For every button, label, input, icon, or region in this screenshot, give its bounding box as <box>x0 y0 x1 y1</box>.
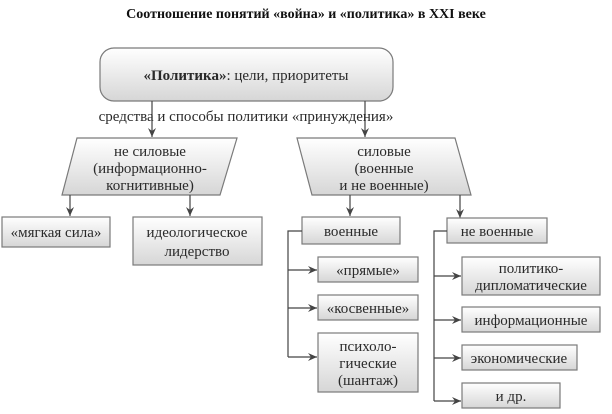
political-line: политико- <box>499 261 563 277</box>
diagram-title: Соотношение понятий «война» и «политика»… <box>126 7 486 22</box>
indirect-box <box>317 294 419 321</box>
direct-box <box>317 256 419 283</box>
ideology-line: лидерство <box>165 244 230 260</box>
ideology-box <box>132 216 263 266</box>
indirect-label: «косвенные» <box>327 301 410 317</box>
military-label: военные <box>324 224 378 240</box>
ideology-line: идеологическое <box>147 225 248 241</box>
economic-label: экономические <box>471 351 568 367</box>
force-box <box>296 137 472 196</box>
root-box <box>99 47 394 102</box>
edge-label: средства и способы политики «принуждения… <box>99 109 394 125</box>
soft-power-label: «мягкая сила» <box>11 225 102 241</box>
other-box <box>461 382 561 409</box>
political-line: дипломатические <box>475 278 587 294</box>
information-box <box>461 306 601 333</box>
nonforce-line: когнитивные) <box>106 178 194 194</box>
nonmilitary-label: не военные <box>461 224 534 240</box>
force-line: силовые <box>357 144 411 160</box>
psych-line: гические <box>339 356 397 372</box>
psych-box <box>317 332 419 393</box>
economic-box <box>461 344 578 371</box>
psych-line: (шантаж) <box>338 373 398 389</box>
soft-power-box <box>1 216 111 248</box>
force-line: и не военные) <box>339 178 428 194</box>
psych-line: психоло- <box>340 339 397 355</box>
nonforce-line: не силовые <box>114 144 186 160</box>
nonforce-box <box>61 137 238 196</box>
political-box <box>461 256 601 296</box>
other-label: и др. <box>496 389 527 405</box>
force-line: (военные <box>354 161 413 177</box>
nonmilitary-bracket <box>433 230 447 401</box>
direct-label: «прямые» <box>336 263 400 279</box>
information-label: информационные <box>475 313 588 329</box>
military-bracket <box>287 230 302 357</box>
nonforce-line: (информационно- <box>93 161 207 177</box>
nonmilitary-box <box>446 217 548 244</box>
root-label: «Политика»: цели, приоритеты <box>143 68 348 84</box>
